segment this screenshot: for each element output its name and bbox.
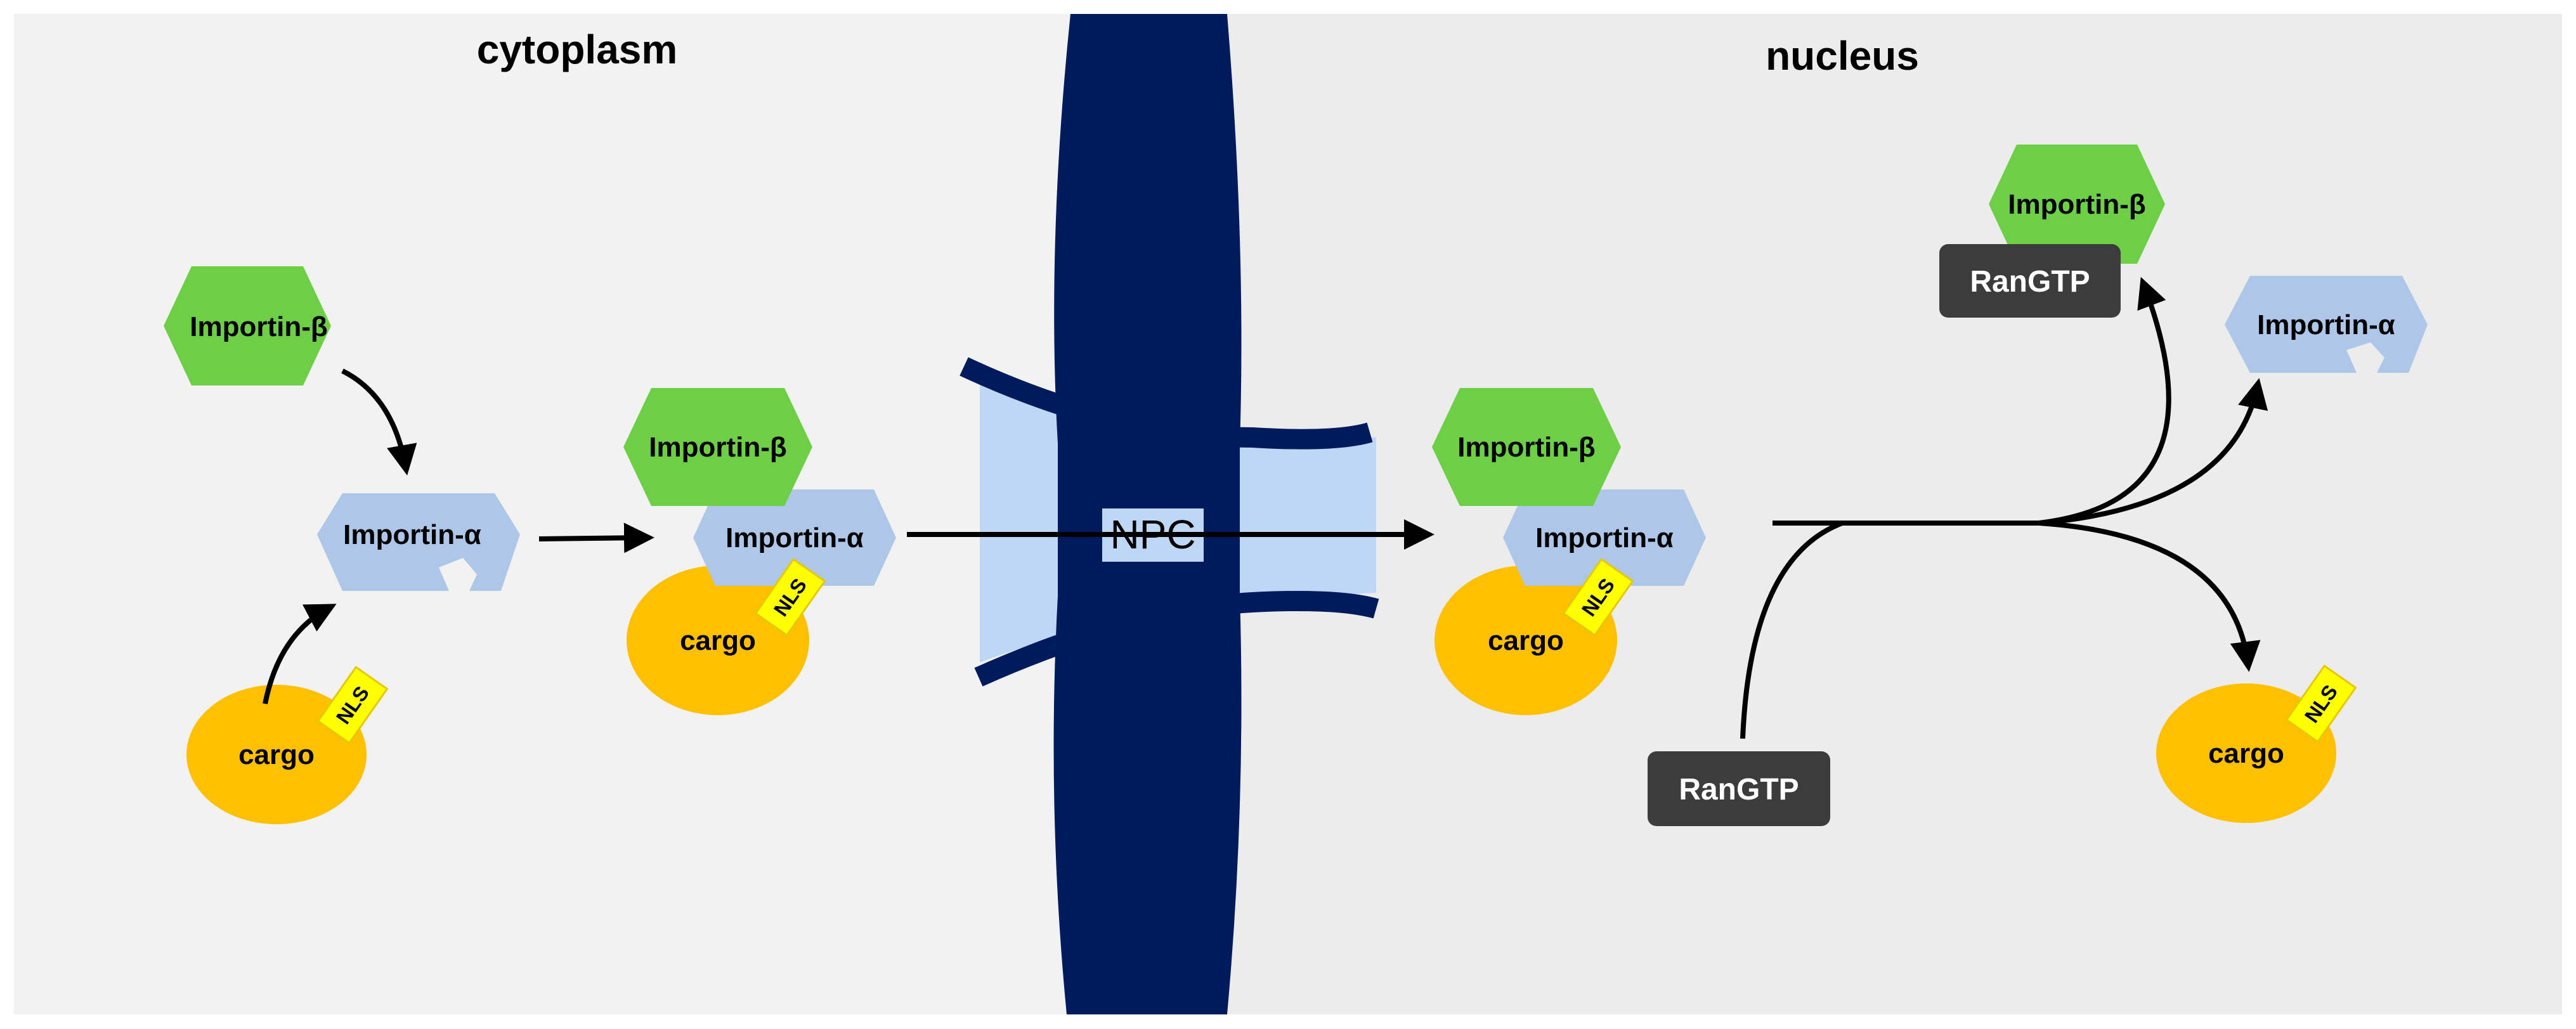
importin-beta-shape [623,388,812,506]
arrow-to-importin-beta-rangtp [2038,276,2171,526]
cargo-label: cargo [680,625,756,656]
rangtp-box [1648,751,1830,826]
importin-beta-shape [1989,145,2165,264]
cargo-label: cargo [238,739,315,770]
arrow-to-importin-alpha [2038,378,2268,526]
importin-beta-label: Importin-β [1457,432,1596,463]
importin-alpha-product: Importin-α [2225,276,2428,373]
nls-tag-shape [1562,558,1634,637]
importin-beta-label: Importin-β [190,311,328,342]
arrow-to-complex [538,522,654,553]
importin-alpha-shape [317,493,520,591]
cytoplasm-background [14,14,1079,1014]
importin-beta-shape [164,266,331,385]
cargo-label: cargo [2208,738,2284,769]
importin-alpha-label: Importin-α [725,522,864,553]
rangtp-box [1939,244,2121,318]
npc-label: NPC [1110,512,1195,557]
cytoplasm-label: cytoplasm [477,27,678,72]
arrow-cargo-to-alpha [263,604,337,704]
rangtp-label: RanGTP [1970,265,2090,299]
nls-tag-shape [2285,664,2357,743]
importin-alpha-shape [2225,276,2428,373]
importin-alpha-shape [1503,489,1706,586]
rangtp-label: RanGTP [1679,773,1799,806]
importin-alpha-label: Importin-α [1535,522,1674,553]
cargo-label: cargo [1488,625,1564,656]
arrow-beta-to-alpha [341,368,417,476]
importin-alpha-label: Importin-α [343,519,481,550]
importin-alpha-free: Importin-α [317,493,520,591]
importin-beta-shape [1432,388,1621,506]
nls-tag-shape [754,558,826,637]
importin-alpha-label: Importin-α [2257,309,2395,340]
importin-beta-free: Importin-β [164,266,331,385]
pore-lower-rim [974,590,1379,687]
importin-beta-label: Importin-β [2008,189,2146,220]
import-complex-cytoplasm: cargo Importin-α Importin-β NLS [623,388,896,715]
importin-beta-label: Importin-β [649,432,787,463]
rangtp-entry-curve [1740,521,1844,739]
nucleus-label: nucleus [1766,33,1919,79]
import-complex-nucleus: cargo Importin-α Importin-β NLS [1432,388,1706,715]
arrow-to-cargo [2038,521,2261,672]
nls-tag-shape [316,666,389,744]
cargo-free: cargo NLS [186,666,389,824]
nuclear-pore-complex [959,14,1379,1014]
pore-upper-rim [959,357,1373,450]
importin-alpha-shape [693,489,896,586]
rangtp-input: RanGTP [1648,751,1830,826]
importin-beta-rangtp-product: Importin-β RanGTP [1939,145,2165,318]
